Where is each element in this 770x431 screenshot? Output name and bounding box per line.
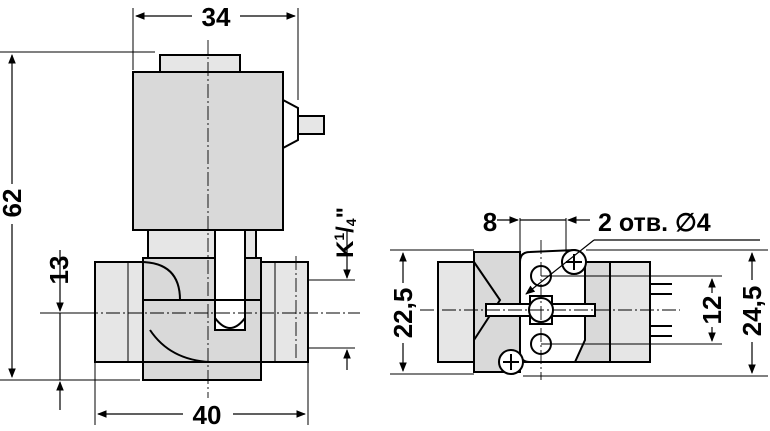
right-port — [260, 261, 309, 363]
upper-screw-icon — [561, 249, 587, 275]
thread-fraction-slash: / — [332, 226, 359, 233]
thread-inch-mark: " — [332, 207, 359, 218]
dim-40-label: 40 — [193, 400, 222, 430]
lower-screw-icon — [498, 349, 524, 375]
flow-channel — [139, 261, 181, 301]
plunger-tube — [214, 229, 246, 331]
coil-cap — [159, 54, 241, 74]
cable-stub — [297, 115, 325, 135]
dim-13-label: 13 — [44, 256, 74, 285]
coil-connector — [282, 99, 299, 149]
dim-12-label: 12 — [697, 296, 727, 325]
dim-34-label: 34 — [202, 2, 231, 32]
thread-denominator: 4 — [343, 218, 359, 226]
thread-label: K1/4" — [331, 207, 359, 258]
front-view: 34 62 13 40 K1/4" — [0, 2, 360, 430]
thread-letter: K — [332, 240, 359, 258]
dim-22-5-label: 22,5 — [388, 288, 418, 339]
dim-8-label: 8 — [483, 207, 497, 237]
svg-text:K1/4": K1/4" — [331, 207, 359, 258]
top-right-port — [609, 261, 651, 363]
holes-note: 2 отв. ∅4 — [598, 209, 711, 237]
dim-62-label: 62 — [0, 189, 27, 218]
top-left-port — [437, 261, 475, 363]
left-port — [94, 261, 144, 363]
top-view: 8 2 отв. ∅4 22,5 12 24,5 — [388, 207, 768, 380]
thread-numerator: 1 — [331, 233, 347, 241]
dim-24-5-label: 24,5 — [737, 286, 767, 337]
